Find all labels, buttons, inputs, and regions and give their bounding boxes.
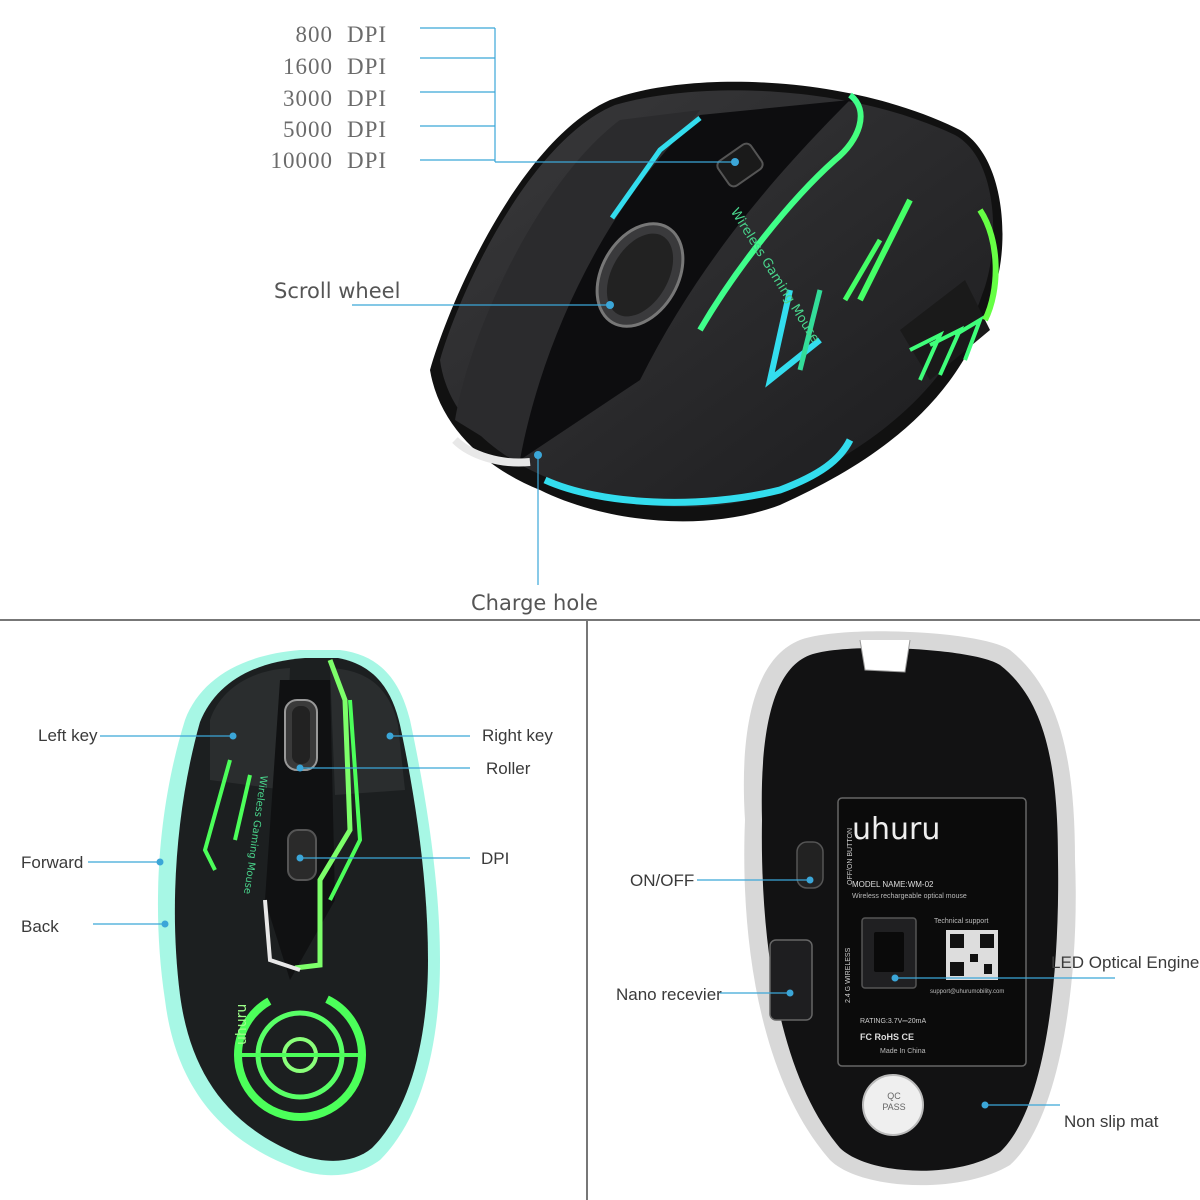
forward-label: Forward — [21, 853, 84, 872]
non-slip-mat-label: Non slip mat — [1064, 1112, 1159, 1131]
scroll-wheel-label: Scroll wheel — [274, 279, 401, 303]
sticker-desc: Wireless rechargeable optical mouse — [852, 893, 967, 900]
sticker-email: support@uhurumobility.com — [930, 989, 1005, 995]
led-optical-engine-label: LED Optical Engine — [1051, 953, 1200, 972]
front-callout-lines — [88, 735, 470, 925]
sticker-brand: uhuru — [852, 812, 941, 847]
sticker-support: Technical support — [934, 918, 989, 925]
underside-callout-lines — [697, 879, 1115, 1106]
sticker-model: MODEL NAME:WM-02 — [852, 880, 934, 889]
sticker-made-in: Made In China — [880, 1048, 926, 1055]
sticker-switch-text: OFF/ON BUTTON — [847, 827, 854, 885]
sticker-rating: RATING:3.7V⎓20mA — [860, 1018, 927, 1025]
underside-mouse-image — [743, 631, 1076, 1186]
on-off-label: ON/OFF — [630, 871, 695, 890]
front-mouse-image: uhuru Wireless Gaming Mouse — [157, 650, 440, 1176]
top-mouse-image: Wireless Gaming Mouse — [430, 81, 1003, 522]
back-label: Back — [21, 917, 59, 936]
dpi-callout-dot — [731, 158, 739, 166]
dpi-label: DPI — [481, 849, 510, 868]
qc-pass-badge: QC PASS — [882, 1091, 906, 1112]
front-mouse-logo: uhuru — [234, 1004, 250, 1045]
roller-label: Roller — [486, 759, 531, 778]
left-key-label: Left key — [38, 726, 98, 745]
nano-receiver-label: Nano recevier — [616, 985, 722, 1004]
dpi-callout-lines — [420, 27, 735, 163]
sticker-wireless-text: 2.4 G WIRELESS — [845, 947, 852, 1003]
sticker-certs: FC RoHS CE — [860, 1032, 914, 1042]
charge-hole-label: Charge hole — [471, 591, 598, 615]
right-key-label: Right key — [482, 726, 553, 745]
